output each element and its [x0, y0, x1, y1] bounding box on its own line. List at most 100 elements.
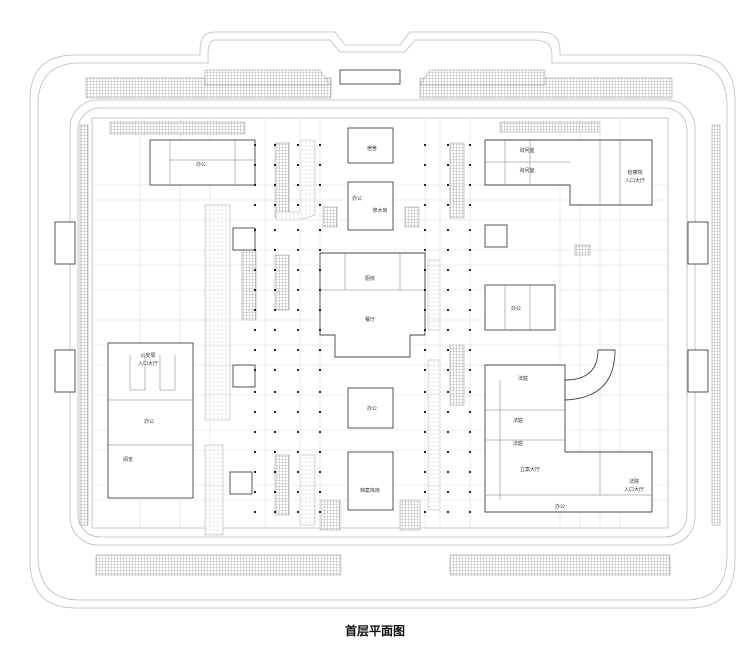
north-office-block — [347, 181, 394, 231]
parking-areas — [79, 69, 721, 576]
drawing-title: 首层平面图 — [344, 624, 405, 638]
label-court-2: 法庭 — [513, 417, 523, 424]
label-kitchen: 厨房 — [365, 275, 375, 282]
column — [447, 249, 449, 251]
column — [447, 269, 449, 271]
column — [254, 269, 256, 271]
column — [469, 289, 471, 291]
column — [469, 229, 471, 231]
column — [254, 431, 256, 433]
column — [274, 491, 276, 493]
column — [319, 391, 321, 393]
column — [424, 309, 426, 311]
room-labels: 办公 宿舍 办公 修水房 厨房 餐厅 公安局 入口大厅 办公 阅览 办公 档案库… — [123, 145, 645, 510]
column — [274, 229, 276, 231]
column — [319, 309, 321, 311]
label-court-office: 办公 — [555, 503, 565, 510]
column — [424, 289, 426, 291]
label-court-lobby-2: 入口大厅 — [624, 486, 644, 493]
column — [469, 451, 471, 453]
column — [254, 349, 256, 351]
column — [297, 391, 299, 393]
column — [319, 491, 321, 493]
column — [274, 269, 276, 271]
column — [424, 184, 426, 186]
core-nw — [232, 227, 256, 251]
column — [319, 144, 321, 146]
column — [424, 329, 426, 331]
column — [297, 204, 299, 206]
column — [254, 229, 256, 231]
column — [254, 184, 256, 186]
column — [424, 229, 426, 231]
column — [254, 411, 256, 413]
column — [469, 471, 471, 473]
column — [254, 471, 256, 473]
label-north-water: 修水房 — [372, 207, 387, 214]
column — [319, 329, 321, 331]
structural-columns — [254, 144, 471, 513]
column — [447, 511, 449, 513]
buildings — [54, 69, 709, 513]
column — [254, 309, 256, 311]
column — [319, 229, 321, 231]
column — [319, 471, 321, 473]
column — [447, 329, 449, 331]
column — [297, 511, 299, 513]
column — [297, 431, 299, 433]
column — [297, 349, 299, 351]
label-nw-office: 办公 — [196, 161, 206, 168]
column — [447, 471, 449, 473]
column — [274, 329, 276, 331]
column — [469, 329, 471, 331]
column — [319, 269, 321, 271]
column — [424, 349, 426, 351]
label-north-dorm: 宿舍 — [367, 145, 377, 152]
column — [297, 164, 299, 166]
column — [274, 369, 276, 371]
column — [274, 511, 276, 513]
label-proc-room-2: 询问室 — [519, 167, 534, 174]
column — [469, 491, 471, 493]
central-canteen — [319, 252, 426, 358]
column — [469, 269, 471, 271]
column — [447, 431, 449, 433]
column — [319, 369, 321, 371]
column — [274, 411, 276, 413]
column — [469, 511, 471, 513]
column — [319, 289, 321, 291]
column — [447, 164, 449, 166]
label-court-lobby-1: 法院 — [629, 478, 639, 485]
column — [274, 391, 276, 393]
column — [447, 451, 449, 453]
east-gate-2 — [687, 349, 709, 393]
column — [447, 411, 449, 413]
column — [319, 164, 321, 166]
label-dining: 餐厅 — [365, 316, 375, 323]
label-reading: 阅览 — [123, 456, 133, 463]
column — [319, 204, 321, 206]
label-police-office: 办公 — [144, 418, 154, 425]
label-north-office: 办公 — [352, 195, 362, 202]
column — [424, 471, 426, 473]
column — [469, 249, 471, 251]
column — [469, 164, 471, 166]
east-gate-1 — [687, 221, 709, 265]
core-w — [232, 364, 256, 388]
column — [297, 491, 299, 493]
column — [469, 144, 471, 146]
column — [447, 289, 449, 291]
column — [424, 431, 426, 433]
column — [297, 269, 299, 271]
column — [469, 369, 471, 371]
column — [254, 249, 256, 251]
column — [469, 349, 471, 351]
east-office-block — [484, 284, 556, 331]
column — [274, 471, 276, 473]
column — [297, 369, 299, 371]
label-police-2: 入口大厅 — [138, 360, 158, 367]
column — [424, 451, 426, 453]
column — [297, 471, 299, 473]
column — [447, 309, 449, 311]
